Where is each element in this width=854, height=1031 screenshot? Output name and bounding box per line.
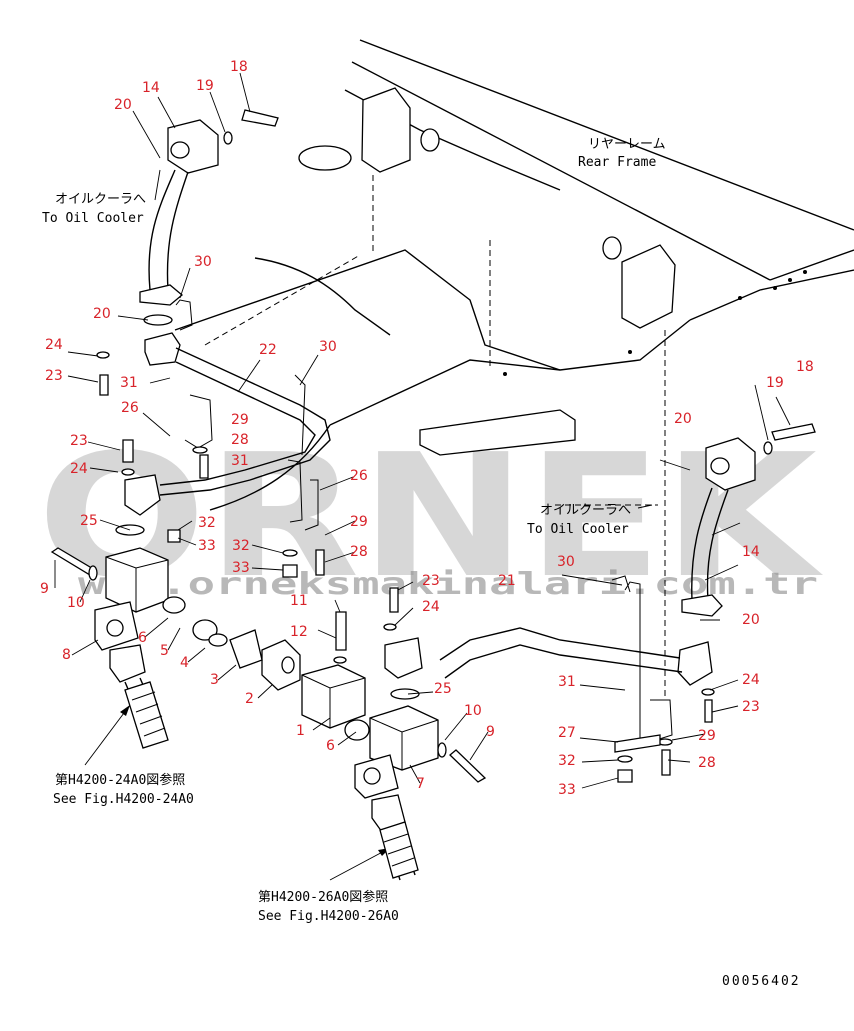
- note-to-oil-cooler-jp-right: オイルクーラへ: [540, 503, 631, 518]
- part-label: 2: [245, 691, 254, 707]
- part-label: 1: [296, 723, 305, 739]
- part-label: 3: [210, 672, 219, 688]
- part-label: 26: [350, 468, 368, 484]
- text-notes: オイルクーラへ To Oil Cooler リヤーレーム Rear Frame …: [42, 137, 801, 989]
- part-label: 20: [114, 97, 132, 113]
- part-label: 23: [422, 573, 440, 589]
- note-to-oil-cooler-en-left: To Oil Cooler: [42, 211, 144, 226]
- part-label: 12: [290, 624, 308, 640]
- part-label: 18: [796, 359, 814, 375]
- part-label: 18: [230, 59, 248, 75]
- part-label: 23: [45, 368, 63, 384]
- part-label: 26: [121, 400, 139, 416]
- valve-components: [50, 109, 816, 881]
- part-label: 8: [62, 647, 71, 663]
- part-label: 28: [350, 544, 368, 560]
- part-label: 20: [93, 306, 111, 322]
- part-label: 31: [120, 375, 138, 391]
- part-label: 32: [558, 753, 576, 769]
- part-label: 29: [350, 514, 368, 530]
- part-label: 24: [742, 672, 760, 688]
- part-label: 23: [70, 433, 88, 449]
- part-label: 10: [67, 595, 85, 611]
- watermark-url: www.orneksmakinalari.com.tr: [78, 567, 818, 602]
- note-ref-24a0-jp: 第H4200-24A0図参照: [55, 772, 185, 788]
- note-rear-frame-jp: リヤーレーム: [588, 137, 666, 152]
- part-label: 32: [232, 538, 250, 554]
- part-label: 33: [198, 538, 216, 554]
- note-ref-26a0-en: See Fig.H4200-26A0: [258, 909, 399, 924]
- part-label: 28: [698, 755, 716, 771]
- part-label: 20: [742, 612, 760, 628]
- part-label: 9: [40, 581, 49, 597]
- part-label: 23: [742, 699, 760, 715]
- note-ref-26a0-jp: 第H4200-26A0図参照: [258, 889, 388, 905]
- part-label: 25: [80, 513, 98, 529]
- part-label: 30: [557, 554, 575, 570]
- part-label: 28: [231, 432, 249, 448]
- part-label: 29: [231, 412, 249, 428]
- leader-lines: [54, 72, 791, 881]
- part-label: 24: [422, 599, 440, 615]
- hoses: [124, 681, 419, 879]
- note-ref-24a0-en: See Fig.H4200-24A0: [53, 792, 194, 807]
- part-label: 24: [70, 461, 88, 477]
- part-label: 19: [196, 78, 214, 94]
- part-label: 30: [194, 254, 212, 270]
- part-label: 7: [416, 776, 425, 792]
- part-label: 10: [464, 703, 482, 719]
- part-label: 33: [232, 560, 250, 576]
- part-label: 6: [138, 630, 147, 646]
- part-label: 33: [558, 782, 576, 798]
- part-label: 21: [498, 573, 516, 589]
- part-label: 20: [674, 411, 692, 427]
- note-to-oil-cooler-jp-left: オイルクーラへ: [55, 192, 146, 207]
- part-label: 25: [434, 681, 452, 697]
- part-label: 19: [766, 375, 784, 391]
- drawing-number: 00056402: [722, 974, 801, 989]
- part-label: 29: [698, 728, 716, 744]
- part-label: 31: [558, 674, 576, 690]
- part-label: 4: [180, 655, 189, 671]
- part-label: 24: [45, 337, 63, 353]
- part-label: 5: [160, 643, 169, 659]
- part-number-labels: 14 20 19 18 30 20 24 23 22 30 31 26 29 2…: [40, 59, 814, 798]
- part-label: 6: [326, 738, 335, 754]
- part-label: 11: [290, 593, 308, 609]
- right-pipe-assembly: [384, 437, 756, 753]
- note-rear-frame-en: Rear Frame: [578, 155, 656, 170]
- part-label: 31: [231, 453, 249, 469]
- part-label: 22: [259, 342, 277, 358]
- note-to-oil-cooler-en-right: To Oil Cooler: [527, 522, 629, 537]
- rear-frame: [174, 39, 854, 700]
- part-label: 30: [319, 339, 337, 355]
- part-label: 32: [198, 515, 216, 531]
- left-pipe-assembly: [124, 119, 331, 516]
- part-label: 14: [742, 544, 760, 560]
- part-label: 27: [558, 725, 576, 741]
- part-label: 14: [142, 80, 160, 96]
- part-label: 9: [486, 724, 495, 740]
